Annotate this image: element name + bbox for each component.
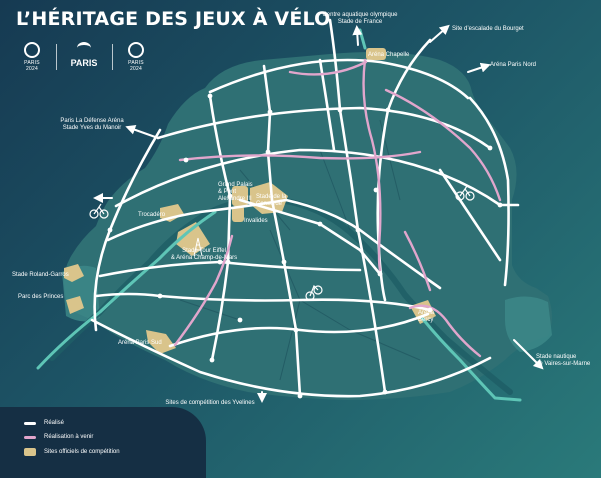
label-line: Concorde	[256, 201, 283, 207]
label-arena-chapelle: Aréna Chapelle	[368, 52, 410, 58]
city-logo-caption: PARIS	[70, 58, 98, 68]
label-arena-paris-sud: Aréna Paris Sud	[118, 340, 162, 346]
legend-swatch-realise	[24, 421, 36, 425]
logo-separator	[56, 44, 57, 70]
label-line: Alexandre III	[218, 196, 252, 202]
bike-icon	[305, 284, 323, 301]
paris2024-paralympic-logo-icon: PARIS 2024	[122, 42, 150, 72]
legend-swatch-sites	[24, 448, 36, 456]
legend-label-a-venir: Réalisation à venir	[44, 434, 94, 440]
label-line: Stade Yves du Manoir	[63, 125, 122, 131]
site-arena-paris-sud	[146, 330, 176, 354]
site-roland-garros	[64, 264, 84, 282]
label-line: Aréna	[418, 310, 435, 316]
paralympic-logo-caption: PARIS 2024	[128, 60, 144, 72]
label-line: Paris La Défense Aréna	[60, 118, 124, 124]
bike-icon	[455, 185, 475, 201]
label-line: Stade Roland-Garros	[12, 272, 69, 278]
label-line: Aréna Paris Nord	[490, 62, 536, 68]
label-line: Parc des Princes	[18, 294, 63, 300]
label-line: Aréna Paris Sud	[118, 340, 162, 346]
legend-item-a-venir: Réalisation à venir	[24, 434, 93, 440]
label-arena-paris-nord: Aréna Paris Nord	[490, 62, 536, 68]
bike-icon	[89, 203, 109, 219]
label-line: Grand Palais	[218, 182, 253, 188]
site-parc-des-princes	[66, 296, 84, 314]
label-line: Bercy	[418, 317, 433, 323]
label-line: & Aréna Champ-de-Mars	[171, 255, 237, 261]
label-trocadero: Trocadéro	[138, 212, 166, 218]
outgoing-arrows	[93, 24, 544, 403]
label-line: de Vaires-sur-Marne	[536, 361, 591, 367]
label-parc-des-princes: Parc des Princes	[18, 294, 63, 300]
map-title: L’HÉRITAGE DES JEUX À VÉLO	[16, 8, 331, 30]
site-tour-eiffel	[176, 222, 210, 256]
label-bourget: Site d’escalade du Bourget	[452, 26, 524, 32]
network-nodes	[107, 93, 503, 399]
label-yvelines: Sites de compétition des Yvelines	[165, 400, 254, 406]
legend-swatch-a-venir	[24, 435, 36, 439]
label-line: Stade nautique	[536, 354, 577, 360]
label-line: Sites de compétition des Yvelines	[165, 400, 254, 406]
label-line: Trocadéro	[138, 212, 166, 218]
label-line: Aréna Chapelle	[368, 52, 410, 58]
label-invalides: Invalides	[244, 218, 268, 224]
label-line: & Pont	[218, 189, 236, 195]
label-line: Site d’escalade du Bourget	[452, 26, 524, 32]
paris2024-olympic-logo-icon: PARIS 2024	[18, 42, 46, 72]
label-line: Centre aquatique olympique	[322, 12, 398, 18]
legend-item-realise: Réalisé	[24, 420, 64, 426]
legend-label-realise: Réalisé	[44, 420, 65, 426]
site-invalides	[232, 206, 244, 222]
site-arena-chapelle	[366, 48, 386, 60]
bois-de-vincennes	[505, 296, 552, 352]
upcoming-network	[173, 58, 502, 358]
map-legend: Réalisé Réalisation à venir Sites offici…	[0, 407, 206, 478]
eiffel-tower-icon	[193, 237, 203, 257]
label-line: Invalides	[244, 218, 268, 224]
paris-city-logo-icon: PARIS	[66, 42, 102, 68]
legend-item-sites: Sites officiels de compétition	[24, 448, 120, 456]
legend-label-sites: Sites officiels de compétition	[44, 449, 120, 455]
label-roland-garros: Stade Roland-Garros	[12, 272, 69, 278]
label-line: Stade de la	[256, 194, 287, 200]
logo-separator	[112, 44, 113, 70]
label-line: Stade de France	[338, 19, 383, 25]
site-trocadero	[160, 204, 184, 222]
label-line: Stade Tour Eiffel	[182, 248, 226, 254]
label-tour-eiffel: Stade Tour Eiffel& Aréna Champ-de-Mars	[171, 248, 237, 261]
olympic-logo-caption: PARIS 2024	[24, 60, 40, 72]
partner-logos: PARIS 2024 PARIS PARIS 2024	[18, 42, 156, 74]
